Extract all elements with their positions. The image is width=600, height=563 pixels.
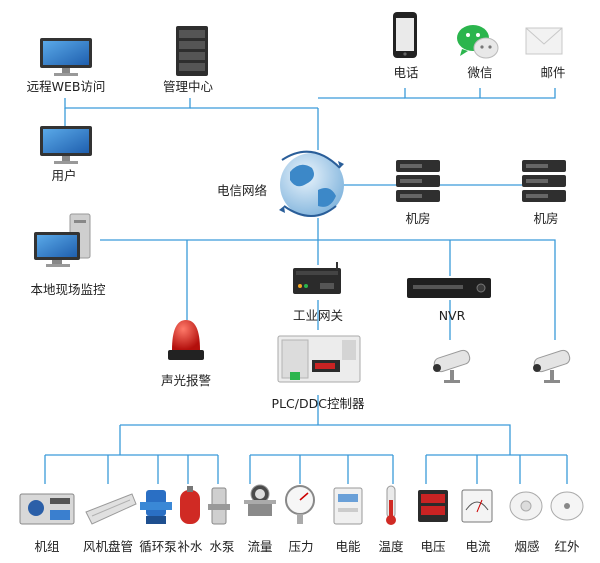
device-label: 电流 [465, 539, 491, 554]
device-label: 流量 [247, 539, 273, 554]
label-local-monitoring: 本地现场监控 [30, 282, 106, 297]
voltmeter-icon [418, 490, 448, 522]
machine-room-server-icon-2 [522, 160, 566, 202]
camera-icon-2 [533, 349, 571, 383]
plc-controller-icon [277, 335, 361, 383]
nvr-recorder-icon [407, 278, 491, 298]
chiller-unit-icon [19, 493, 75, 525]
email-envelope-icon [525, 27, 563, 55]
user-monitor-icon [40, 126, 92, 164]
mobile-phone-icon [393, 12, 417, 58]
label-user: 用户 [51, 168, 77, 183]
flow-meter-icon [244, 484, 276, 516]
label-telecom-network: 电信网络 [216, 183, 268, 198]
machine-room-server-icon-1 [396, 160, 440, 202]
industrial-gateway-icon [293, 262, 341, 294]
device-label: 补水 [177, 539, 203, 554]
device-label: 电能 [335, 539, 361, 554]
infrared-detector-icon [550, 491, 584, 521]
alarm-light-icon [168, 320, 204, 360]
device-label: 风机盘管 [82, 539, 134, 554]
device-label: 红外 [554, 539, 580, 554]
connection-lines [44, 88, 568, 484]
circulation-pump-icon [140, 490, 172, 524]
label-industrial-gateway: 工业网关 [292, 308, 344, 323]
smoke-detector-icon [509, 491, 543, 521]
device-label: 电压 [420, 539, 446, 554]
label-plc-controller: PLC/DDC控制器 [271, 396, 365, 411]
link-web-mgmt [64, 98, 191, 109]
web-access-monitor-icon [40, 38, 92, 76]
label-phone: 电话 [393, 65, 419, 80]
thermometer-icon [386, 485, 396, 525]
label-machine-room-2: 机房 [533, 211, 559, 226]
pressure-gauge-icon [285, 485, 315, 524]
server-rack-icon [176, 26, 208, 76]
water-pump-icon [208, 487, 230, 525]
label-email: 邮件 [540, 65, 566, 80]
device-label: 机组 [34, 539, 60, 554]
energy-meter-icon [333, 487, 363, 525]
workstation-icon [34, 213, 91, 267]
label-sound-light-alarm: 声光报警 [160, 373, 212, 388]
camera-icon-1 [433, 349, 471, 383]
link-local-bus [100, 239, 556, 340]
globe-network-icon [279, 150, 344, 217]
makeup-water-tank-icon [180, 486, 200, 524]
wechat-icon [457, 25, 499, 59]
label-nvr: NVR [438, 308, 466, 323]
label-management-center: 管理中心 [162, 79, 214, 94]
label-machine-room-1: 机房 [405, 211, 431, 226]
ammeter-icon [461, 489, 493, 523]
device-label: 水泵 [209, 539, 235, 554]
fan-coil-icon [85, 493, 137, 525]
device-label: 循环泵 [139, 539, 177, 554]
link-device-bus [120, 424, 511, 455]
label-wechat: 微信 [467, 65, 493, 80]
device-label: 压力 [288, 539, 314, 554]
label-web-access: 远程WEB访问 [26, 79, 106, 94]
device-label: 烟感 [514, 539, 540, 554]
device-label: 温度 [378, 539, 404, 554]
